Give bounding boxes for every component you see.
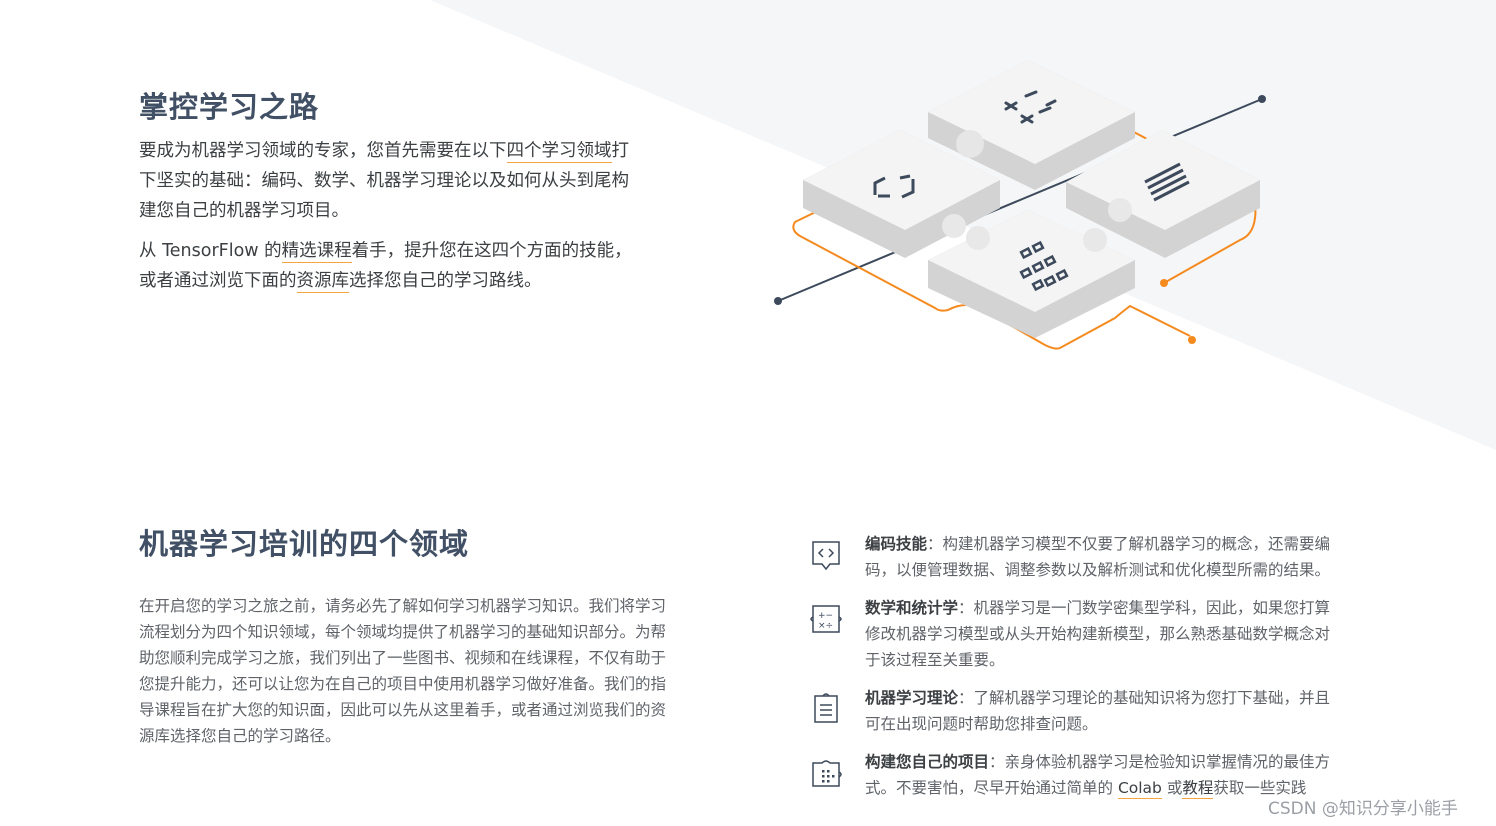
svg-text:+−: +− [818,611,833,621]
area-project: 构建您自己的项目：亲身体验机器学习是检验知识掌握情况的最佳方式。不要害怕，尽早开… [808,749,1338,801]
tutorial-link[interactable]: 教程 [1182,779,1214,799]
section-body: 在开启您的学习之旅之前，请务必先了解如何学习机器学习知识。我们将学习流程划分为四… [139,597,667,745]
puzzle-illustration [774,60,1266,350]
math-symbols-icon [1004,90,1057,124]
hero-body: 要成为机器学习领域的专家，您首先需要在以下四个学习领域打下坚实的基础：编码、数学… [139,136,639,306]
svg-text:×÷: ×÷ [818,621,833,631]
brackets-icon [873,174,915,199]
grid-dots-icon [1019,240,1069,292]
curated-courses-link[interactable]: 精选课程 [281,241,352,263]
math-icon: +− ×÷ [810,605,842,633]
list-lines-icon [814,693,838,723]
code-brackets-icon [812,541,840,571]
four-areas-link[interactable]: 四个学习领域 [506,141,612,163]
watermark: CSDN @知识分享小能手 [1268,799,1458,819]
lines-icon [1144,162,1190,202]
area-math: +− ×÷ 数学和统计学：机器学习是一门数学密集型学科，因此，如果您打算修改机器… [808,595,1338,673]
areas-list: 编码技能：构建机器学习模型不仅要了解机器学习的概念，还需要编码，以便管理数据、调… [808,531,1338,801]
colab-link[interactable]: Colab [1117,779,1162,799]
area-coding: 编码技能：构建机器学习模型不仅要了解机器学习的概念，还需要编码，以便管理数据、调… [808,531,1338,583]
hero-paragraph-1: 要成为机器学习领域的专家，您首先需要在以下四个学习领域打下坚实的基础：编码、数学… [139,141,629,221]
hero-title: 掌控学习之路 [139,90,320,124]
hero-paragraph-2: 从 TensorFlow 的精选课程着手，提升您在这四个方面的技能，或者通过浏览… [139,241,632,293]
tile-math [928,60,1135,190]
resource-library-link[interactable]: 资源库 [296,271,349,293]
area-theory: 机器学习理论：了解机器学习理论的基础知识将为您打下基础，并且可在出现问题时帮助您… [808,685,1338,737]
puzzle-grid-icon [812,760,842,787]
section-title: 机器学习培训的四个领域 [139,527,470,561]
